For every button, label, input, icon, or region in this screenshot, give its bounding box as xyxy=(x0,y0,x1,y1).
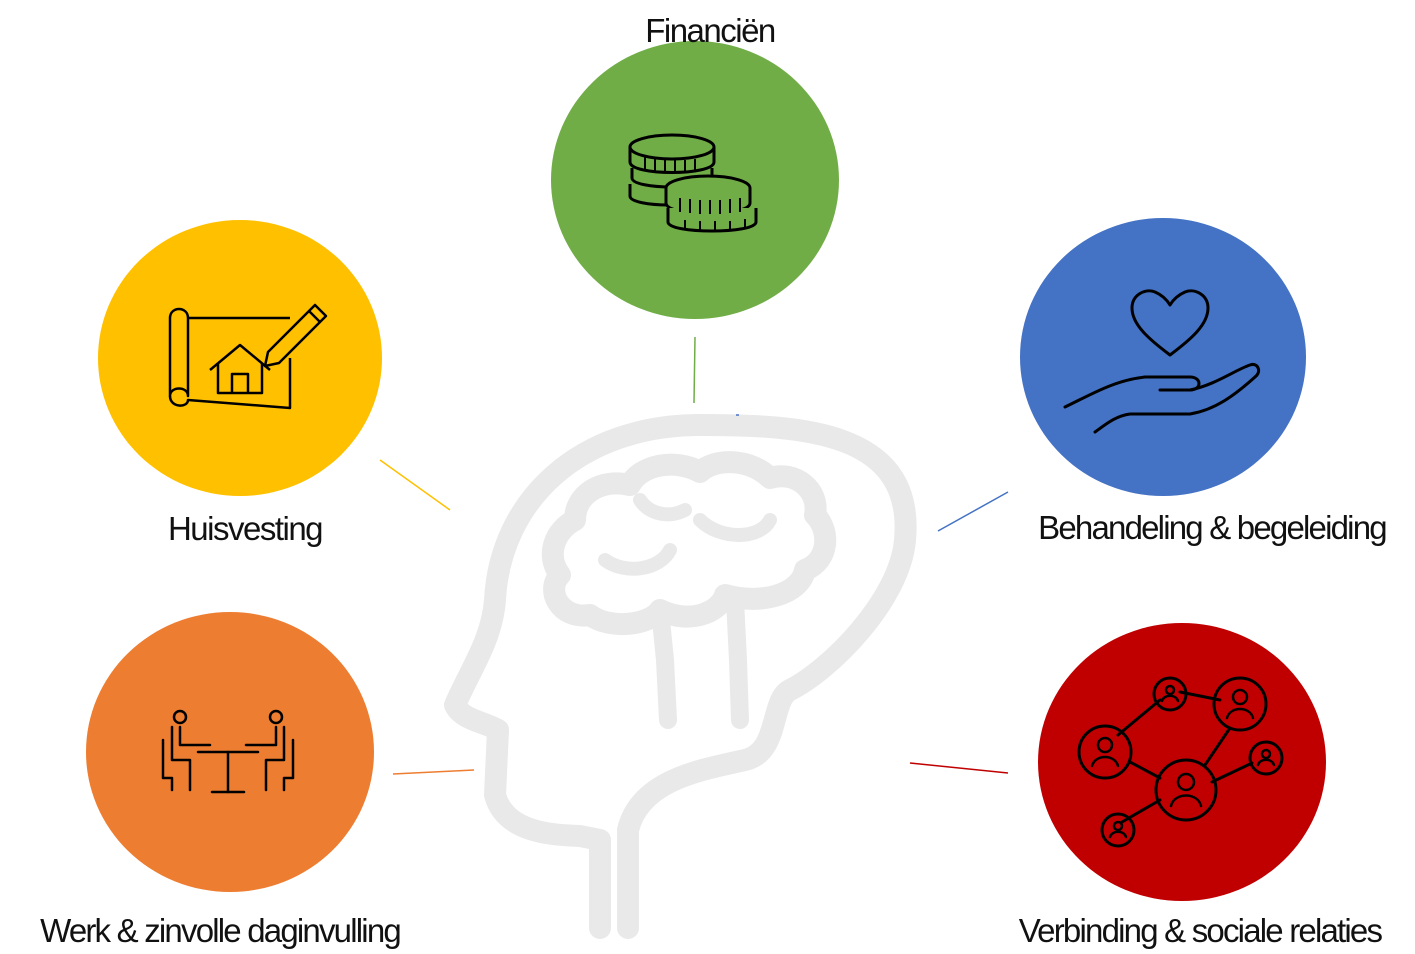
connector-behandeling xyxy=(937,491,1009,532)
node-werk xyxy=(86,612,374,892)
connector-verbinding xyxy=(909,762,1009,774)
node-huisvesting xyxy=(98,220,382,496)
house-blueprint-icon xyxy=(168,303,328,410)
meeting-table-icon xyxy=(161,709,295,794)
coins-icon xyxy=(628,133,758,233)
connector-huisvesting xyxy=(379,459,451,511)
connector-werk xyxy=(392,769,475,775)
heart-in-hand-icon xyxy=(1063,289,1261,434)
label-financien: Financiën xyxy=(645,12,775,49)
label-behandeling: Behandeling & begeleiding xyxy=(1038,509,1386,546)
behandeling-circle xyxy=(1020,218,1306,496)
people-network-icon xyxy=(1077,676,1284,848)
huisvesting-circle xyxy=(98,220,382,496)
node-financien xyxy=(551,41,839,319)
node-behandeling xyxy=(1020,218,1306,496)
label-huisvesting: Huisvesting xyxy=(168,510,322,547)
head-brain-icon xyxy=(444,414,917,939)
label-verbinding: Verbinding & sociale relaties xyxy=(1019,912,1383,949)
verbinding-circle xyxy=(1038,623,1326,901)
node-verbinding xyxy=(1038,623,1326,901)
label-werk: Werk & zinvolle daginvulling xyxy=(40,912,400,949)
connector-financien xyxy=(693,336,696,404)
